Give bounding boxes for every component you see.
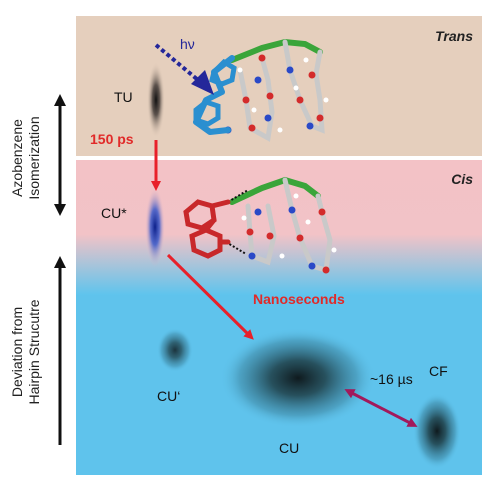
relaxation-arrow [166, 253, 254, 340]
tu-state-blob [147, 62, 165, 138]
tu-label: TU [114, 89, 133, 105]
cf-label: CF [429, 363, 448, 379]
cu-state-blob [220, 328, 376, 428]
isomerization-label-line1: Azobenzene [9, 119, 25, 197]
deviation-label-line1: Deviation from [9, 307, 25, 397]
cis-molecule-image [183, 176, 337, 274]
photon-arrow [154, 43, 206, 87]
cu-star-label: CU* [101, 205, 127, 221]
trans-label: Trans [435, 28, 473, 44]
isomerization-label-line2: Isomerization [26, 116, 42, 199]
trans-panel [76, 16, 482, 156]
cu-prime-state-blob [157, 328, 193, 372]
cis-label: Cis [451, 171, 473, 187]
photon-label: hν [180, 36, 195, 52]
cu-star-state-blob [145, 187, 165, 267]
relaxation-time-label: Nanoseconds [253, 291, 345, 307]
deviation-label-line2: Hairpin Strucutre [26, 299, 42, 404]
deviation-label: Deviation from Hairpin Strucutre [9, 299, 42, 404]
photon-arrowhead [191, 70, 214, 95]
cf-state-blob [413, 393, 461, 469]
isomerization-label: Azobenzene Isomerization [9, 116, 42, 199]
isomerization-time-label: 150 ps [90, 131, 134, 147]
cu-label: CU [279, 440, 299, 456]
cu-prime-label: CU‘ [157, 388, 180, 404]
exchange-arrow [344, 389, 418, 427]
exchange-time-label: ~16 µs [370, 371, 413, 387]
panel-divider [76, 156, 482, 160]
trans-molecule-image [193, 38, 329, 142]
